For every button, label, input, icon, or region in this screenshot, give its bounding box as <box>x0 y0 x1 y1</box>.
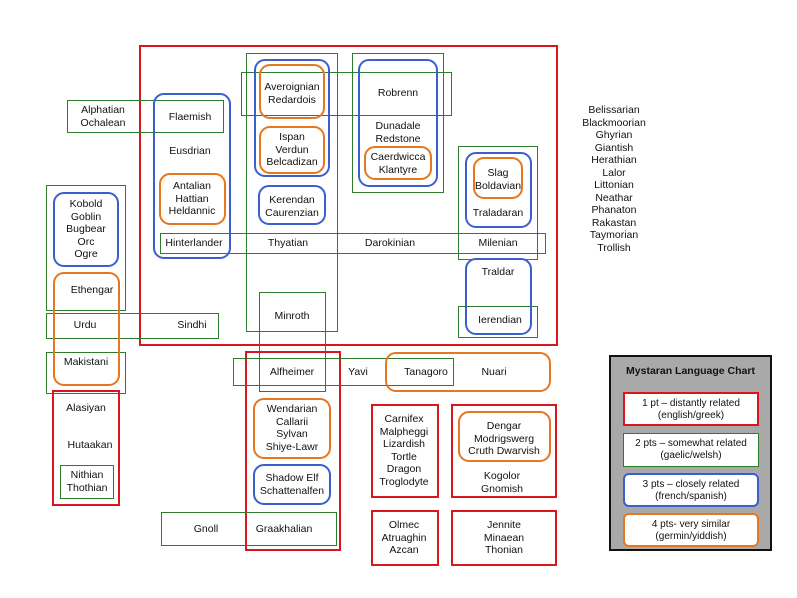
label-dunadale: Dunadale Redstone <box>375 120 421 145</box>
group-red-elves <box>245 351 341 551</box>
label-minroth: Minroth <box>274 310 310 322</box>
label-kobold: Kobold Goblin Bugbear Orc Ogre <box>66 198 106 260</box>
label-isolates: Belissarian Blackmoorian Ghyrian Giantis… <box>582 104 646 254</box>
group-green-minroth <box>259 292 326 392</box>
group-green-hinterlander-row <box>160 233 546 254</box>
label-wendarian: Wendarian Callarii Sylvan Shiye-Lawr <box>265 403 319 453</box>
group-green-gnoll-row <box>161 512 337 546</box>
group-blue-kobold <box>53 192 119 267</box>
group-orange-caerdwicca <box>364 146 432 180</box>
group-green-thyatian-col <box>246 53 338 332</box>
label-jennite: Jennite Minaean Thonian <box>483 519 525 556</box>
group-red-central <box>139 45 558 346</box>
group-green-averoignian-row <box>241 72 452 116</box>
label-alfheimer: Alfheimer <box>269 366 315 378</box>
legend: Mystaran Language Chart 1 pt – distantly… <box>609 355 772 551</box>
label-nuari: Nuari <box>481 366 507 378</box>
group-red-olmec <box>371 510 439 566</box>
label-alasiyan: Alasiyan <box>66 402 106 414</box>
label-makistani: Makistani <box>63 356 109 368</box>
label-hutaakan: Hutaakan <box>67 439 113 451</box>
group-green-robrenn-col <box>352 53 444 193</box>
group-green-nithian <box>60 465 114 499</box>
group-red-jennite <box>451 510 557 566</box>
label-yavi: Yavi <box>348 366 368 378</box>
label-ispan: Ispan Verdun Belcadizan <box>266 131 318 168</box>
label-traladaran: Traladaran <box>472 207 524 219</box>
label-carnifex: Carnifex Malpheggi Lizardish Tortle Drag… <box>379 413 429 488</box>
label-hinterlander: Hinterlander <box>165 237 223 249</box>
label-slag: Slag Boldavian <box>474 167 522 192</box>
label-urdu: Urdu <box>73 319 97 331</box>
group-blue-flaemish <box>153 93 231 259</box>
label-alphatian: Alphatian Ochalean <box>80 104 126 129</box>
group-orange-ispan <box>259 126 325 174</box>
label-ethengar: Ethengar <box>70 284 114 296</box>
group-blue-traladaran <box>465 152 532 228</box>
legend-item-3pts: 3 pts – closely related (french/spanish) <box>623 473 759 507</box>
label-kerendan: Kerendan Caurenzian <box>265 194 319 219</box>
label-gnoll: Gnoll <box>193 523 219 535</box>
label-nithian: Nithian Thothian <box>66 469 108 494</box>
label-sindhi: Sindhi <box>177 319 207 331</box>
group-orange-ethengar <box>53 272 120 386</box>
legend-item-2pts: 2 pts – somewhat related (gaelic/welsh) <box>623 433 759 467</box>
label-dengar: Dengar Modrigswerg Cruth Dwarvish <box>468 420 540 457</box>
group-green-makistani <box>46 352 126 394</box>
label-tanagoro: Tanagoro <box>404 366 448 378</box>
group-blue-traldar <box>465 258 532 335</box>
label-milenian: Milenian <box>478 237 518 249</box>
label-shadowelf: Shadow Elf Schattenalfen <box>259 472 325 497</box>
legend-item-1pt: 1 pt – distantly related (english/greek) <box>623 392 759 426</box>
legend-item-4pts: 4 pts- very similar (germin/yiddish) <box>623 513 759 547</box>
label-eusdrian: Eusdrian <box>169 145 211 157</box>
group-blue-robrenn <box>358 59 438 187</box>
label-caerdwicca: Caerdwicca Klantyre <box>370 151 426 176</box>
label-traldar: Traldar <box>481 266 515 278</box>
group-green-alphatian <box>67 100 224 133</box>
group-green-urdu-row <box>46 313 219 339</box>
group-orange-antalian <box>159 173 226 225</box>
group-blue-averoignian <box>254 59 330 177</box>
group-blue-kerendan <box>258 185 326 225</box>
group-blue-shadowelf <box>253 464 331 505</box>
group-green-humanoid-col <box>46 185 126 311</box>
group-red-carnifex <box>371 404 439 498</box>
label-averoignian: Averoignian Redardois <box>264 81 320 106</box>
legend-title: Mystaran Language Chart <box>626 365 755 377</box>
group-orange-dengar <box>458 411 551 462</box>
group-green-alfheimer-row <box>233 358 454 386</box>
group-orange-averoignian <box>259 64 325 119</box>
group-orange-wendarian <box>253 398 331 459</box>
label-flaemish: Flaemish <box>168 111 212 123</box>
group-red-dengar <box>451 404 557 498</box>
label-darokinian: Darokinian <box>364 237 416 249</box>
group-green-ierendian <box>458 306 538 338</box>
label-kogolor: Kogolor Gnomish <box>480 470 524 495</box>
group-red-alasiyan <box>52 390 120 506</box>
label-antalian: Antalian Hattian Heldannic <box>168 180 216 217</box>
label-graakhalian: Graakhalian <box>255 523 313 535</box>
group-orange-tanagoro <box>385 352 551 392</box>
label-thyatian: Thyatian <box>267 237 309 249</box>
label-robrenn: Robrenn <box>377 87 419 99</box>
group-orange-slag <box>473 157 523 199</box>
label-olmec: Olmec Atruaghin Azcan <box>381 519 427 556</box>
label-ierendian: Ierendian <box>478 314 522 326</box>
